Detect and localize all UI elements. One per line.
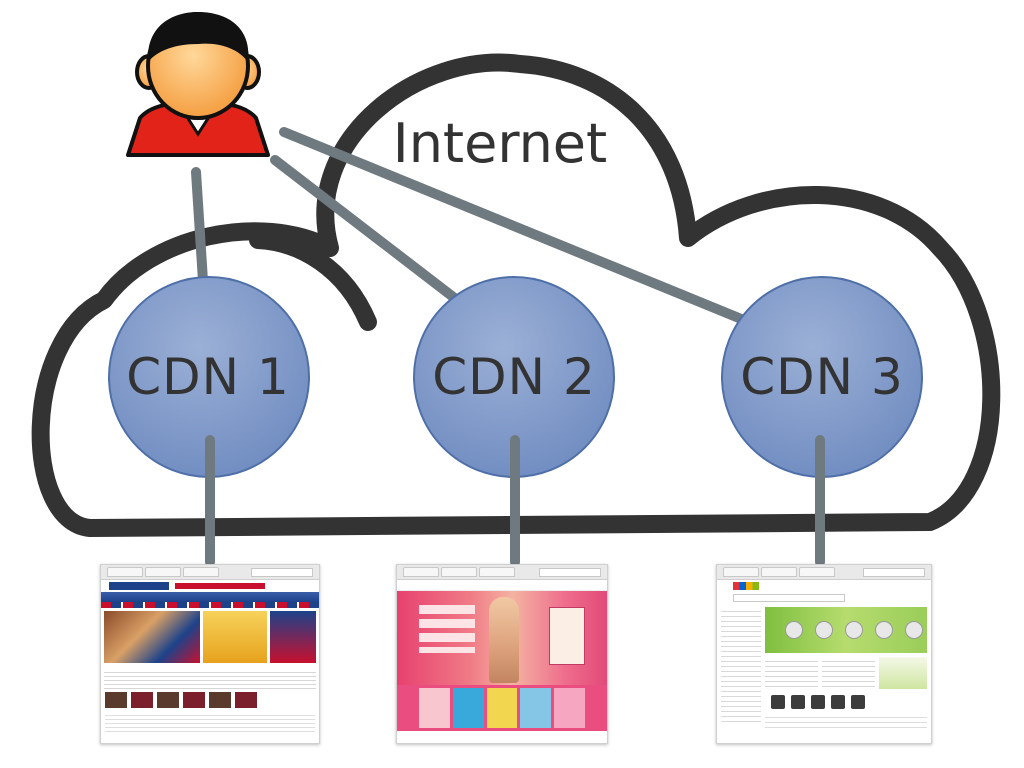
cloud-inner-arc [249,231,377,331]
user-hair [147,12,249,62]
site-hero-image [104,611,200,663]
user-icon [126,12,270,157]
connector-user-cdn-2 [270,155,479,318]
browser-toolbar [717,565,931,580]
site-connectors [205,435,825,567]
website-screenshot-icon [716,564,932,744]
website-screenshot-icon [396,564,608,744]
cloud-label: Internet [392,112,608,175]
cloud-outline [31,53,1001,537]
site-hero-image [765,607,927,653]
connector-user-cdn-3 [279,127,783,339]
site-hero-image [397,591,607,685]
browser-toolbar [101,565,319,580]
website-screenshot-icon [100,564,320,744]
cdn-nodes [108,276,923,478]
internet-cloud [31,53,1001,537]
browser-toolbar [397,565,607,580]
